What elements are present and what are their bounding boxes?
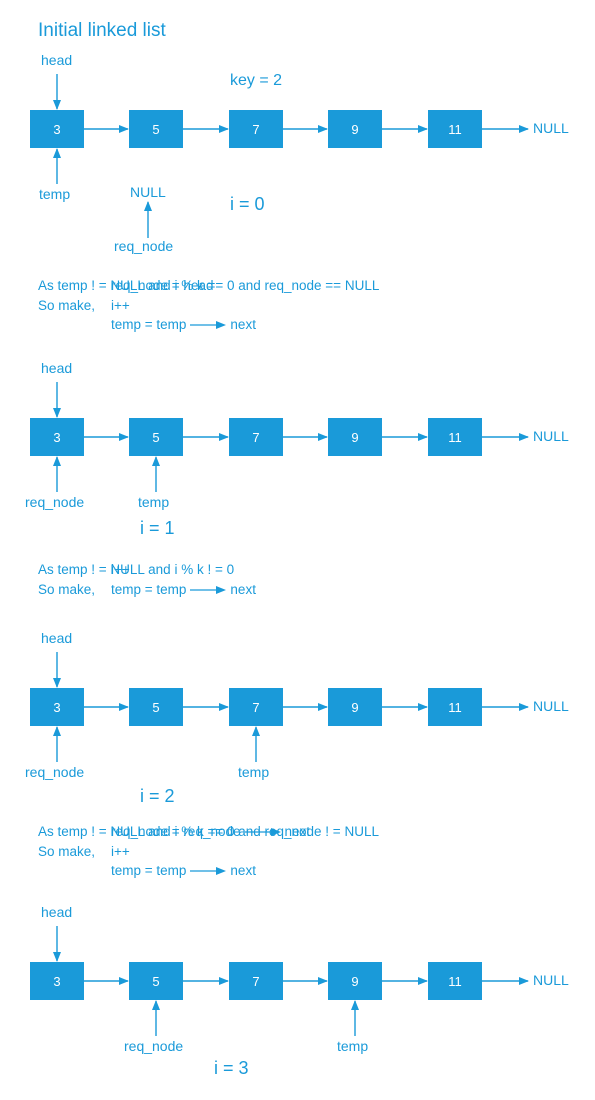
list-node <box>30 110 84 148</box>
list-node <box>229 110 283 148</box>
head-pointer-label: head <box>41 904 73 920</box>
node-value: 9 <box>351 699 359 715</box>
action-statement: req_node = head <box>111 278 214 293</box>
list-node <box>30 688 84 726</box>
null-terminal-label: NULL <box>533 698 569 714</box>
list-node <box>229 418 283 456</box>
list-node <box>428 688 482 726</box>
node-value: 11 <box>448 429 462 445</box>
temp-advance-statement: temp = temp next <box>111 315 256 335</box>
list-node <box>129 418 183 456</box>
null-terminal-label: NULL <box>533 972 569 988</box>
temp-pointer-label: temp <box>39 186 71 202</box>
temp-advance-statement-lhs: temp = temp <box>111 317 187 332</box>
req-node-advance-statement-rhs: next <box>284 824 311 839</box>
temp-advance-statement: temp = temp next <box>111 580 256 600</box>
node-value: 11 <box>448 121 462 137</box>
node-value: 3 <box>53 121 61 137</box>
action-statement: i++ <box>111 562 130 577</box>
node-value: 3 <box>53 973 61 989</box>
null-terminal-label: NULL <box>533 120 569 136</box>
temp-advance-statement-rhs: next <box>230 863 256 878</box>
list-node <box>328 110 382 148</box>
temp-pointer-label: temp <box>238 764 270 780</box>
list-node <box>428 962 482 1000</box>
condition-text: As temp ! = NULL and i % k ! = 0 <box>38 562 235 577</box>
req-node-pointer-label: req_node <box>114 238 174 254</box>
req-node-null-label: NULL <box>130 184 166 200</box>
head-pointer-label: head <box>41 360 73 376</box>
condition-text: As temp ! = NULL and i % k == 0 and req_… <box>38 824 379 839</box>
list-node <box>328 418 382 456</box>
node-value: 3 <box>53 699 61 715</box>
temp-advance-statement-rhs: next <box>230 581 256 597</box>
node-value: 7 <box>252 973 260 989</box>
temp-advance-statement-lhs: temp = temp <box>111 581 187 597</box>
arrow-icon <box>190 585 227 594</box>
list-node <box>328 962 382 1000</box>
list-node <box>328 688 382 726</box>
so-make-label: So make, <box>38 297 96 313</box>
condition-text: As temp ! = NULL and i % k == 0 and req_… <box>38 278 380 293</box>
req-node-advance-statement-lhs: req_node = req_node <box>111 824 241 839</box>
node-value: 5 <box>152 699 160 715</box>
diagram-title: Initial linked list <box>38 20 166 41</box>
req-node-pointer-label: req_node <box>25 764 85 780</box>
key-label: key = 2 <box>230 72 283 89</box>
list-node <box>129 688 183 726</box>
null-terminal-label: NULL <box>533 428 569 444</box>
arrow-icon <box>190 867 227 876</box>
counter-i-label: i = 3 <box>214 1058 249 1078</box>
counter-i-label: i = 1 <box>140 518 175 538</box>
head-pointer-label: head <box>41 52 73 68</box>
node-value: 5 <box>152 429 160 445</box>
req-node-pointer-label: req_node <box>124 1038 184 1054</box>
node-value: 9 <box>351 121 359 137</box>
list-node <box>229 688 283 726</box>
temp-advance-statement-rhs: next <box>230 317 256 332</box>
node-value: 3 <box>53 429 61 445</box>
action-statement: i++ <box>111 297 130 313</box>
so-make-label: So make, <box>38 843 96 859</box>
list-node <box>428 418 482 456</box>
temp-advance-statement: temp = temp next <box>111 861 256 881</box>
node-value: 5 <box>152 973 160 989</box>
list-node <box>30 962 84 1000</box>
list-node <box>30 418 84 456</box>
head-pointer-label: head <box>41 630 73 646</box>
node-value: 11 <box>448 699 462 715</box>
node-value: 9 <box>351 429 359 445</box>
node-value: 9 <box>351 973 359 989</box>
node-value: 7 <box>252 121 260 137</box>
list-node <box>129 110 183 148</box>
arrow-icon <box>190 321 227 330</box>
node-value: 11 <box>448 973 462 989</box>
temp-pointer-label: temp <box>138 494 170 510</box>
list-node <box>229 962 283 1000</box>
temp-advance-statement-lhs: temp = temp <box>111 863 187 878</box>
counter-i-label: i = 0 <box>230 194 265 214</box>
so-make-label: So make, <box>38 581 96 597</box>
list-node <box>428 110 482 148</box>
req-node-advance-statement: req_node = req_node next <box>111 822 310 842</box>
temp-pointer-label: temp <box>337 1038 369 1054</box>
node-value: 7 <box>252 699 260 715</box>
arrow-icon <box>244 828 281 837</box>
action-statement: i++ <box>111 843 130 859</box>
list-node <box>129 962 183 1000</box>
counter-i-label: i = 2 <box>140 786 175 806</box>
req-node-pointer-label: req_node <box>25 494 85 510</box>
node-value: 7 <box>252 429 260 445</box>
node-value: 5 <box>152 121 160 137</box>
